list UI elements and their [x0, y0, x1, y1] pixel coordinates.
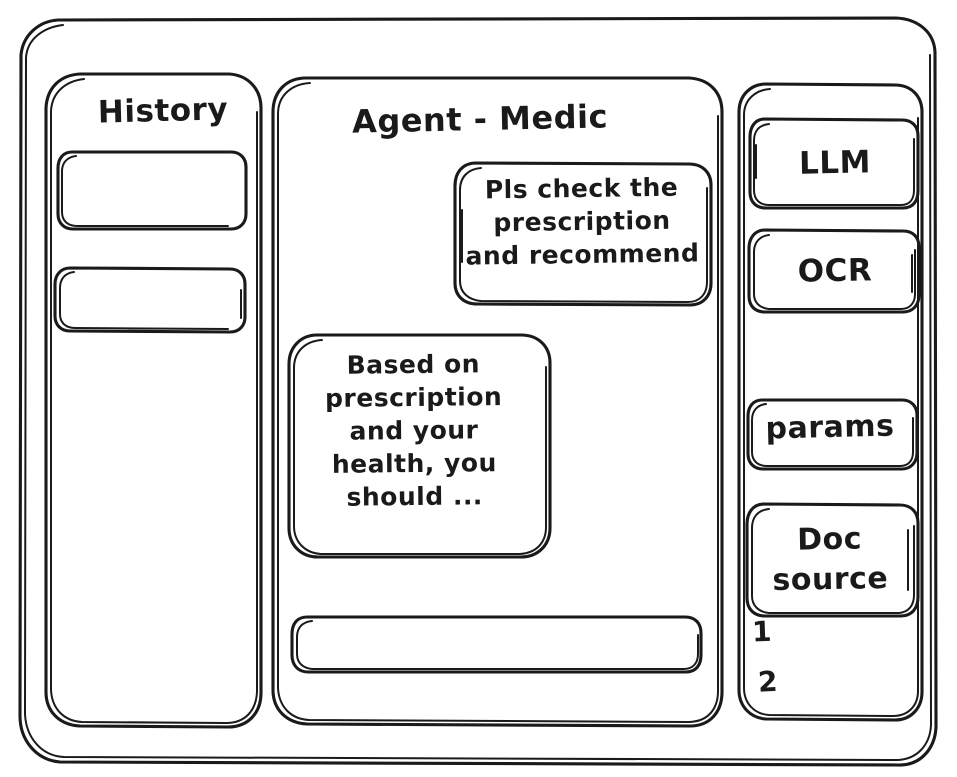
composer-input-outline[interactable]: [290, 615, 703, 674]
history-panel-outline: [44, 72, 263, 729]
tools-panel-outline: [737, 82, 924, 722]
assistant-message-bubble-outline: [287, 333, 552, 559]
agent-panel-outline: [271, 76, 724, 728]
tool-ocr-outline[interactable]: [747, 228, 921, 314]
user-message-bubble-outline: [453, 161, 713, 307]
window-frame: [18, 16, 938, 767]
history-item-1-outline[interactable]: [56, 150, 248, 231]
history-item-2-outline[interactable]: [53, 266, 247, 334]
tool-llm-outline[interactable]: [748, 117, 920, 210]
tool-doc-source-outline[interactable]: [745, 502, 920, 618]
tool-params-outline[interactable]: [746, 398, 919, 471]
